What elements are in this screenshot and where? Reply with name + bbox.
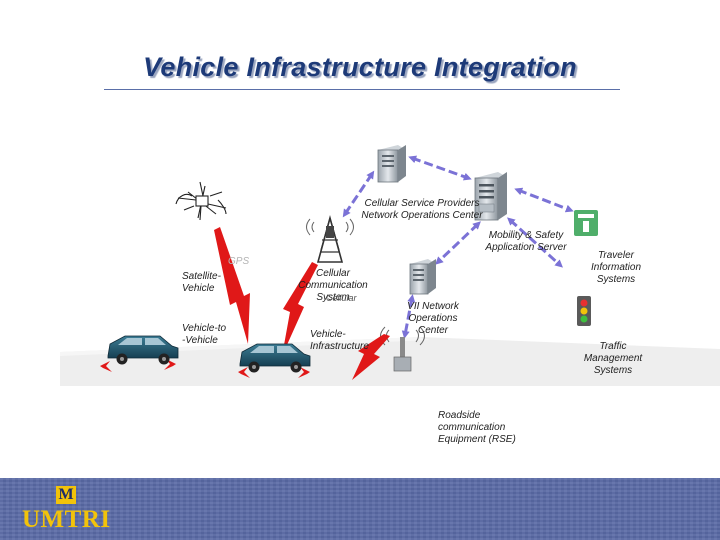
arrow-vii-to-rse	[401, 294, 416, 339]
car-right-icon	[239, 343, 311, 373]
network-arrows	[342, 155, 574, 339]
application-server-icon	[474, 172, 507, 221]
arrow-server-to-traffic	[507, 217, 563, 268]
ground-wave-marks	[100, 359, 310, 378]
label-traveler-information-systems: Traveler Information Systems	[590, 250, 642, 285]
umtri-logo-m: M	[56, 486, 76, 504]
title-underline	[104, 89, 620, 90]
bolt-satellite	[214, 227, 250, 344]
road-surface	[60, 337, 720, 386]
umtri-logo-text: UMTRI	[22, 506, 111, 533]
label-satellite-vehicle: Satellite- Vehicle	[182, 271, 221, 294]
label-cellular-communication-system: Cellular Communication System	[298, 268, 368, 303]
traffic-signal-icon	[577, 296, 591, 326]
label-vehicle-infrastructure: Vehicle- Infrastructure	[310, 329, 369, 352]
label-vii-network-operations-center: VII Network Operations Center	[407, 301, 459, 336]
arrow-cellular-to-tower	[342, 170, 375, 218]
footer-banner	[0, 478, 720, 540]
label-roadside-equipment: Roadside communication Equipment (RSE)	[438, 410, 516, 445]
slide-title: Vehicle Infrastructure Integration	[143, 52, 577, 82]
label-mobility-application-server: Mobility & Safety Application Server	[485, 230, 567, 253]
bolt-cellular	[282, 262, 318, 356]
arrow-cellular-to-server	[408, 155, 472, 181]
satellite-icon	[175, 181, 227, 221]
traveler-info-icon	[574, 210, 598, 236]
arrow-server-to-vii	[435, 221, 481, 265]
label-traffic-management-systems: Traffic Management Systems	[583, 341, 643, 376]
label-vehicle-to-vehicle: Vehicle-to -Vehicle	[182, 323, 227, 346]
label-gps: GPS	[228, 256, 250, 267]
vii-server-icon	[409, 259, 436, 295]
lightning-bolts	[214, 227, 390, 380]
cell-tower-icon	[306, 214, 354, 263]
label-cellular-overlap: Cellular	[326, 293, 357, 303]
car-left-icon	[107, 335, 179, 365]
cellular-server-icon	[377, 145, 406, 183]
label-cellular-provider-noc: Cellular Service Providers Network Opera…	[361, 198, 483, 221]
bolt-infrastructure	[352, 334, 390, 380]
arrow-server-to-traveler	[514, 187, 574, 213]
